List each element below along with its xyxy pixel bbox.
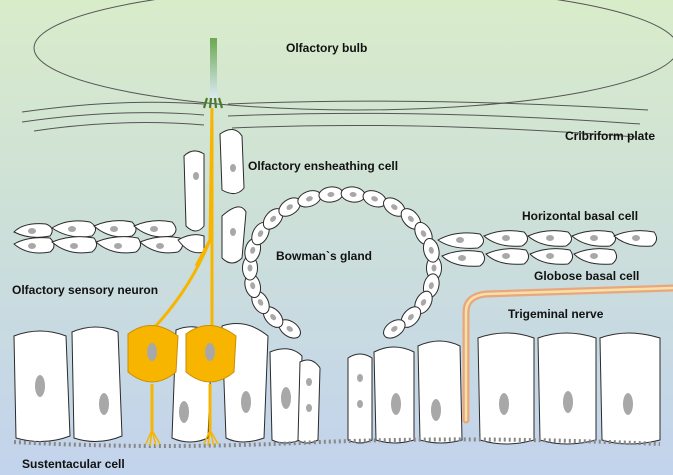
label-olfactory-bulb: Olfactory bulb — [286, 41, 367, 55]
label-olfactory-ensheathing-cell: Olfactory ensheathing cell — [248, 159, 398, 173]
label-globose-basal-cell: Globose basal cell — [534, 269, 639, 283]
label-olfactory-sensory-neuron: Olfactory sensory neuron — [12, 283, 158, 297]
label-cribriform-plate: Cribriform plate — [565, 129, 655, 143]
gland-cell-nucleus — [248, 265, 253, 272]
label-trigeminal-nerve: Trigeminal nerve — [508, 307, 604, 321]
gland-cell-nucleus — [432, 265, 437, 272]
label-horizontal-basal-cell: Horizontal basal cell — [522, 209, 638, 223]
label-sustentacular-cell: Sustentacular cell — [22, 457, 125, 471]
label-bowmans-gland: Bowman`s gland — [276, 249, 372, 263]
